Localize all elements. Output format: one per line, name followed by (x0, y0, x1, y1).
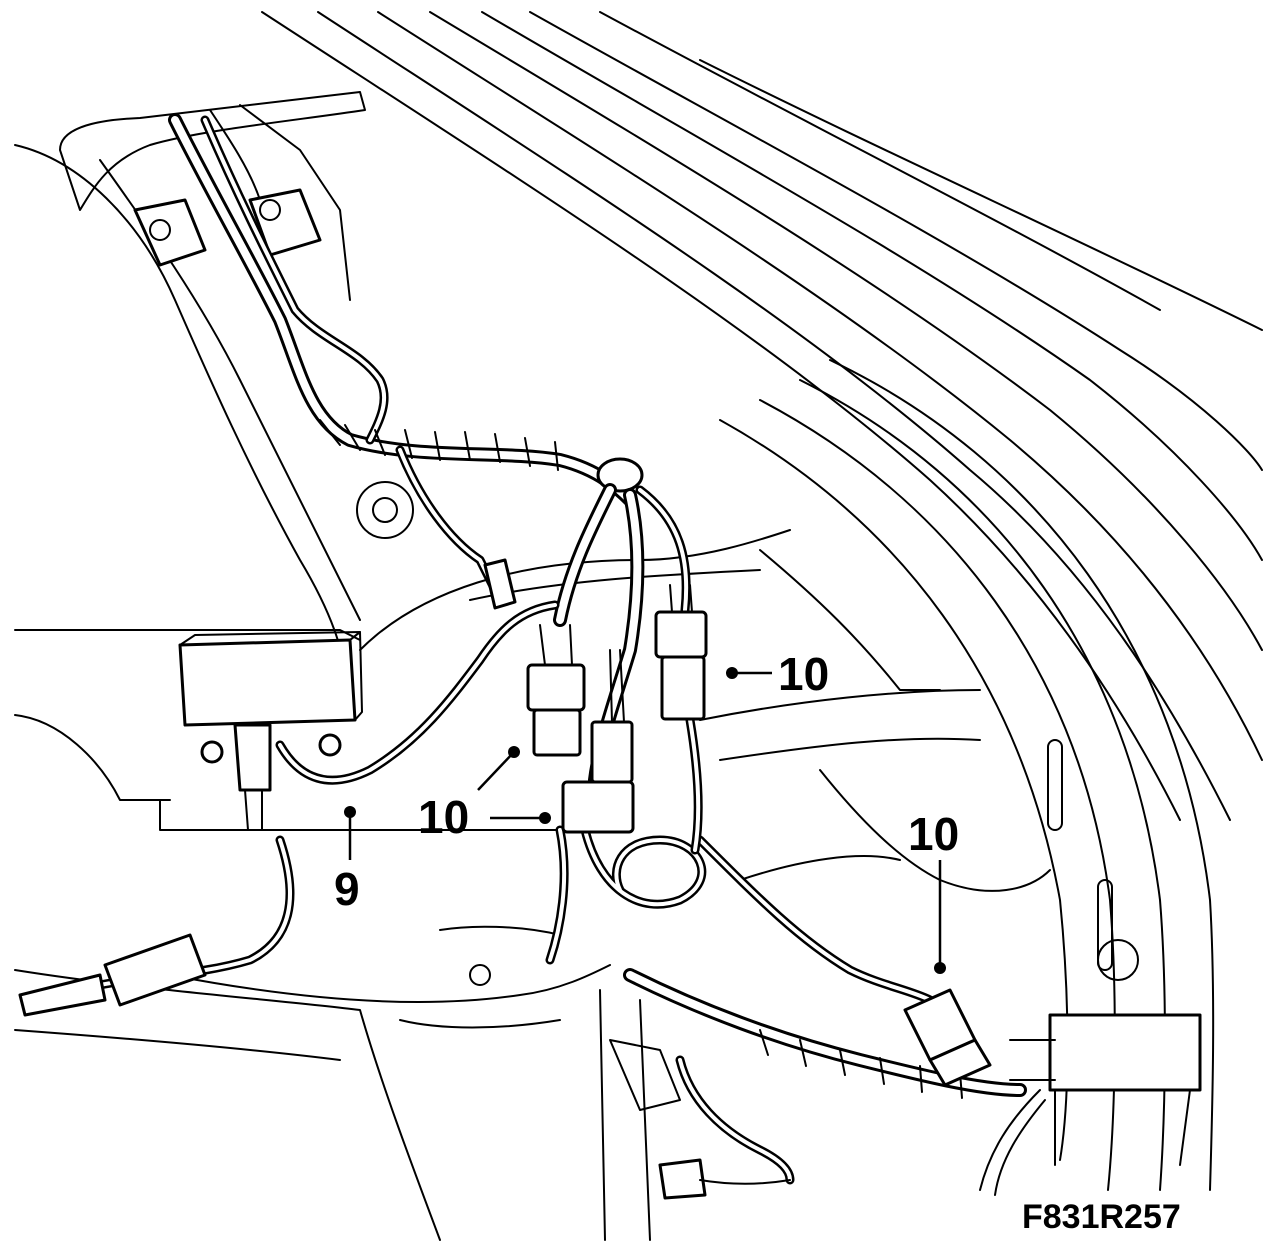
connector-right (903, 988, 992, 1087)
callout-10-right: 10 (908, 808, 959, 974)
callout-10-center-label: 10 (418, 791, 469, 843)
components (178, 584, 992, 1087)
figure-id: F831R257 (1022, 1198, 1181, 1236)
callout-10-right-label: 10 (908, 808, 959, 860)
connector-center (526, 624, 586, 757)
wiring-harness (18, 113, 1046, 1200)
callout-10-upper-right: 10 (726, 648, 829, 700)
callout-9: 9 (334, 806, 360, 915)
body-panel-lines (14, 11, 1263, 1241)
connector-lower-center (561, 649, 635, 834)
callout-9-label: 9 (334, 863, 360, 915)
control-module (178, 631, 363, 831)
callout-10-center: 10 (418, 746, 551, 843)
callout-10-upper-right-label: 10 (778, 648, 829, 700)
connector-upper-right (654, 584, 708, 721)
